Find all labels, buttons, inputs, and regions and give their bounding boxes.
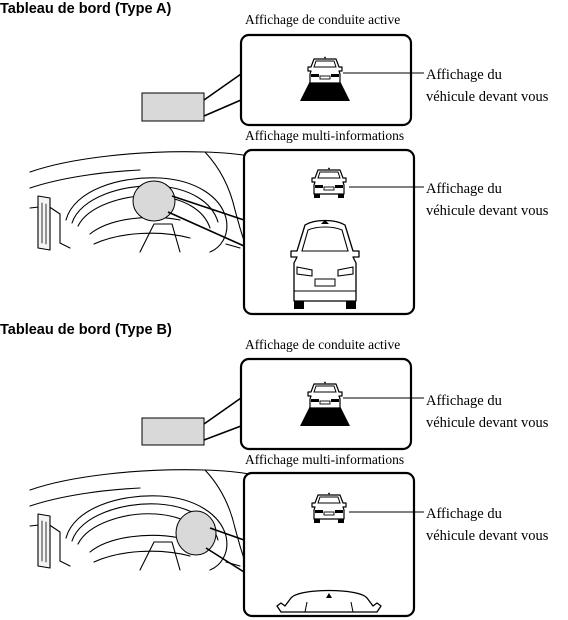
active-display-location bbox=[141, 417, 205, 446]
multi-info-display-panel bbox=[242, 471, 416, 618]
section-heading-type-b: Tableau de bord (Type B) bbox=[0, 322, 172, 338]
active-display-callout: Affichage du véhicule devant vous bbox=[426, 64, 548, 108]
cockpit-sketch bbox=[29, 469, 276, 573]
callout-line: Affichage du bbox=[426, 393, 502, 409]
callout-line: véhicule devant vous bbox=[426, 89, 549, 105]
car-rear-icon bbox=[307, 381, 343, 413]
multi-info-display-callout: Affichage du véhicule devant vous bbox=[426, 503, 548, 547]
car-rear-icon bbox=[307, 55, 343, 88]
callout-line: Affichage du bbox=[426, 67, 502, 83]
section-heading-type-a: Tableau de bord (Type A) bbox=[0, 1, 172, 17]
multi-info-display-title: Affichage multi-informations bbox=[245, 452, 405, 467]
car-rear-icon bbox=[311, 167, 347, 199]
multi-info-display-location bbox=[132, 180, 176, 222]
active-display-location bbox=[141, 92, 205, 122]
callout-line: véhicule devant vous bbox=[426, 415, 549, 431]
callout-line: Affichage du bbox=[426, 181, 502, 197]
car-rear-icon bbox=[311, 492, 347, 524]
multi-info-display-title: Affichage multi-informations bbox=[245, 128, 405, 143]
callout-line: Affichage du bbox=[426, 506, 502, 522]
multi-info-display-location bbox=[175, 510, 217, 556]
callout-line: véhicule devant vous bbox=[426, 528, 549, 544]
type-b-diagram bbox=[29, 357, 424, 618]
callout-line: véhicule devant vous bbox=[426, 203, 549, 219]
active-display-title: Affichage de conduite active bbox=[245, 12, 401, 27]
multi-info-display-callout: Affichage du véhicule devant vous bbox=[426, 178, 548, 222]
type-a-diagram bbox=[29, 33, 424, 316]
active-display-callout: Affichage du véhicule devant vous bbox=[426, 390, 548, 434]
active-display-title: Affichage de conduite active bbox=[245, 337, 401, 352]
